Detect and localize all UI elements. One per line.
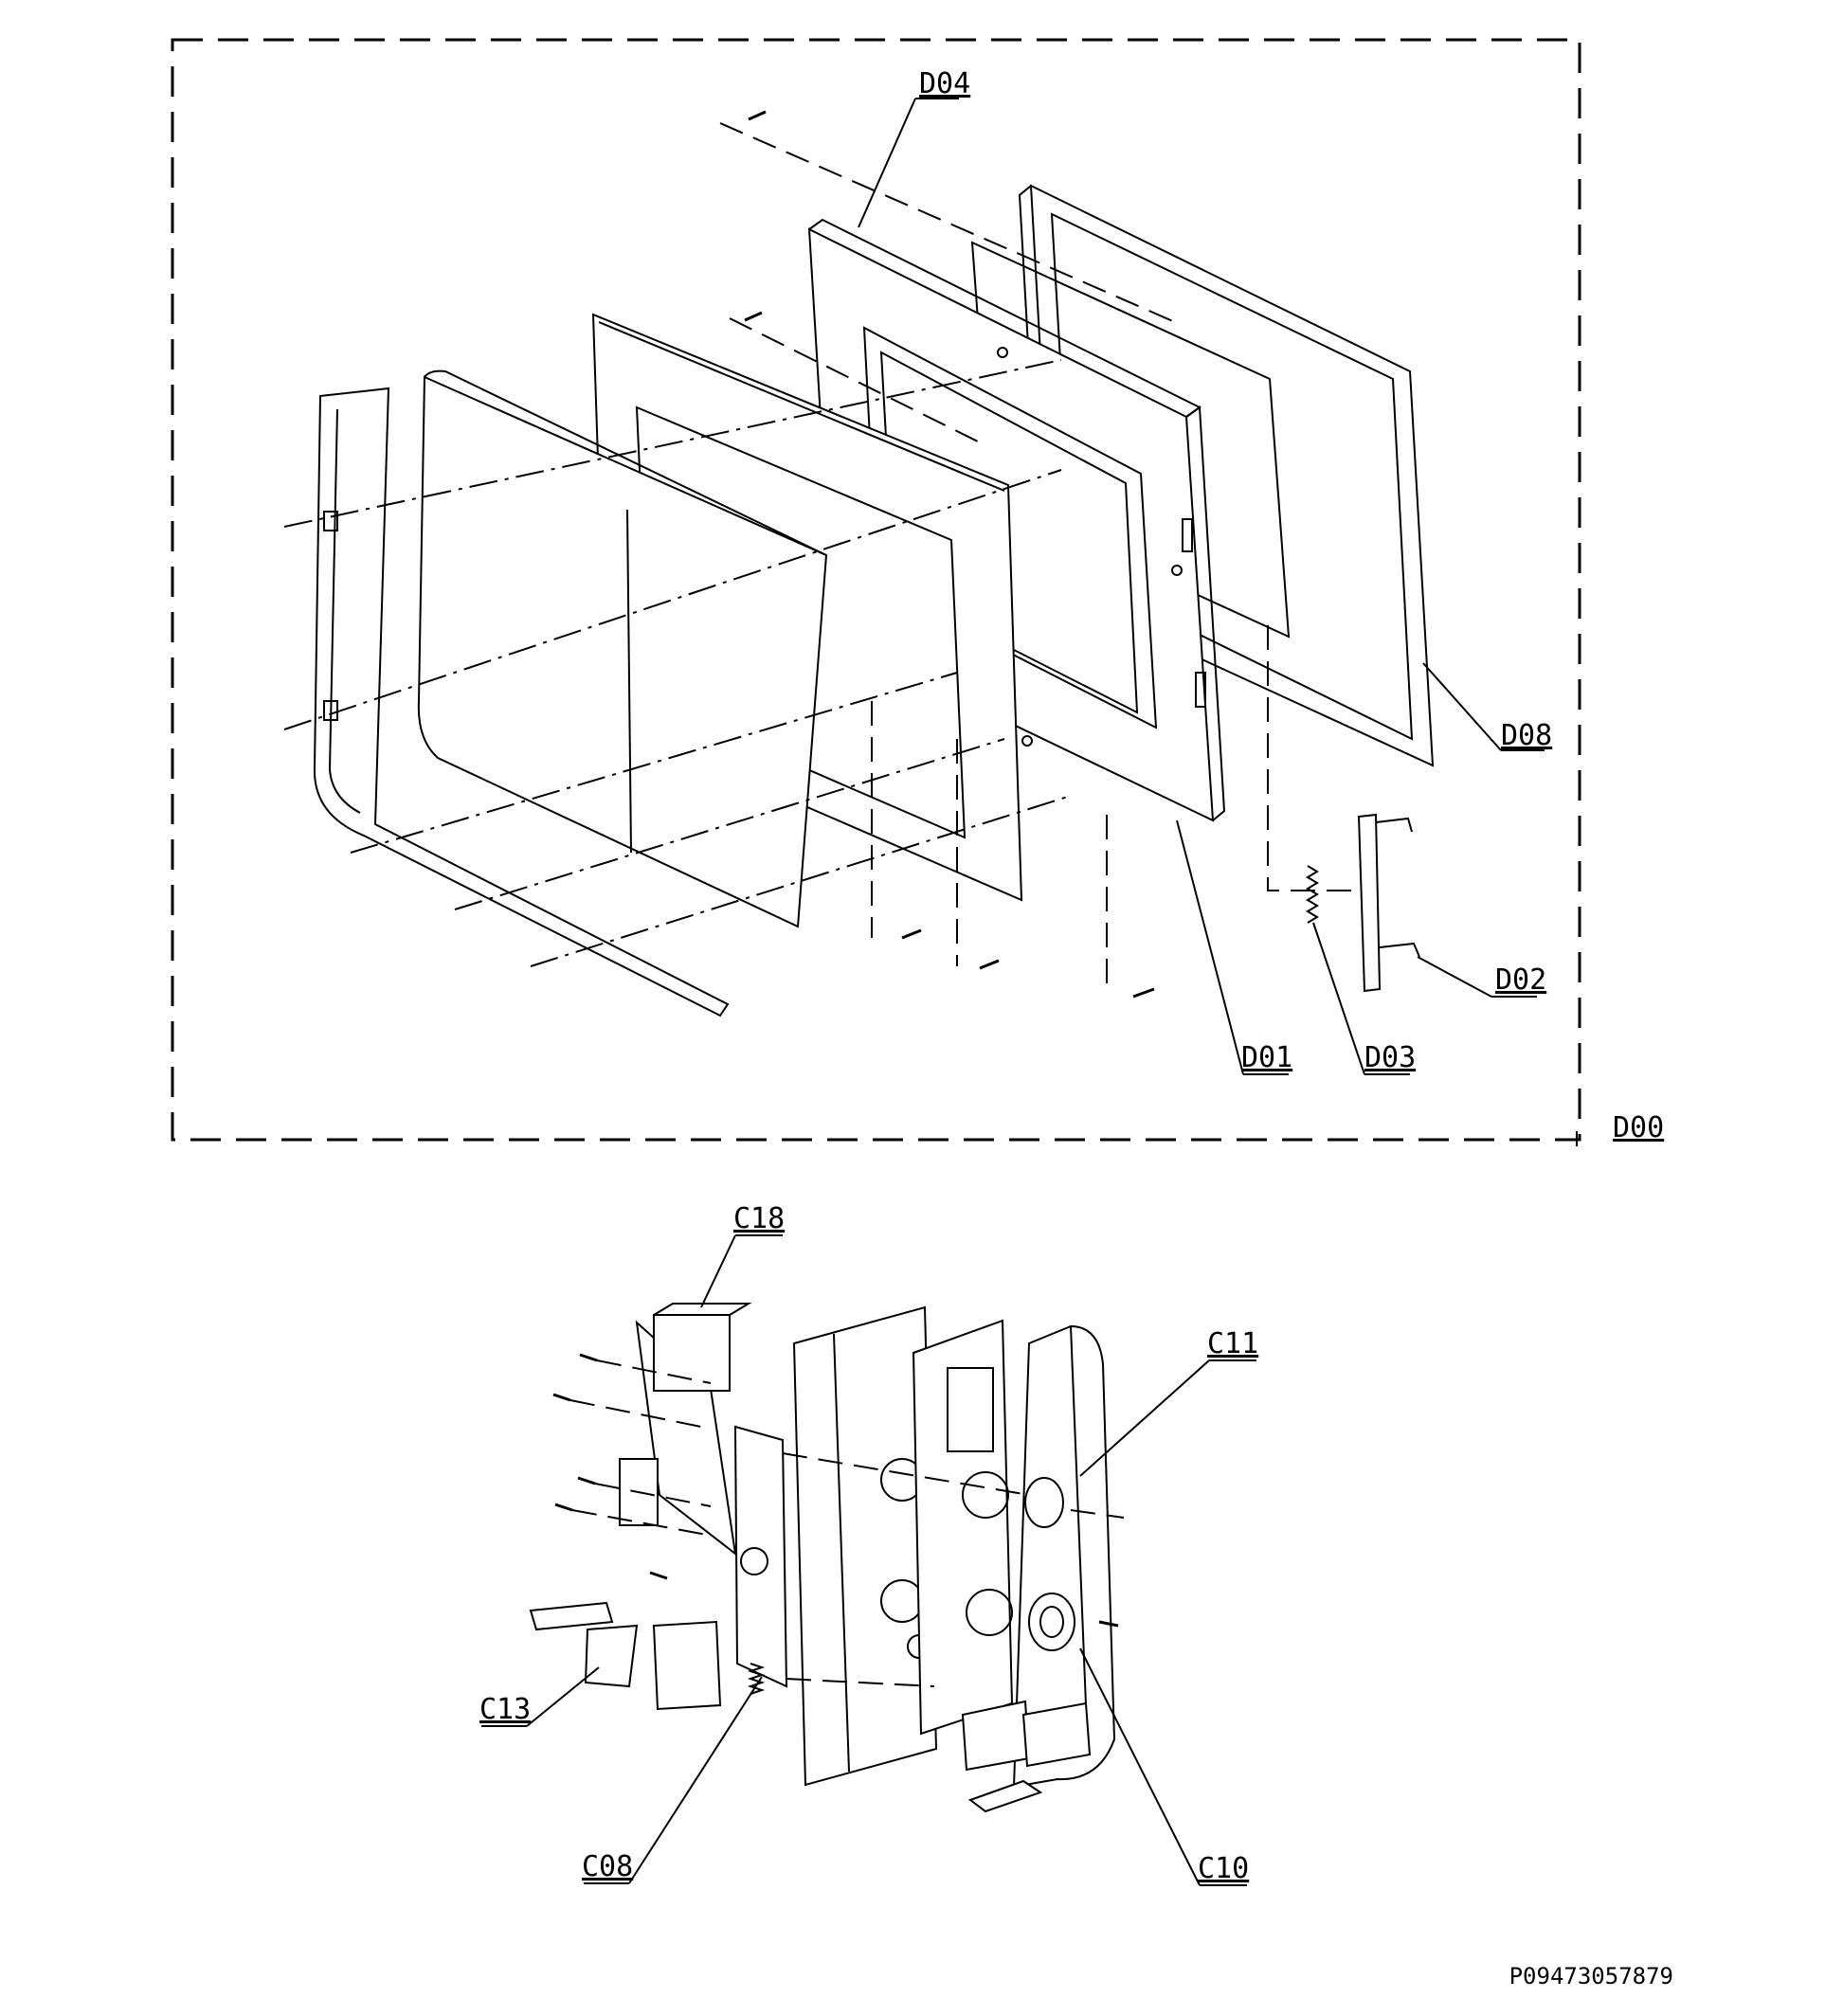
- control-lower-latches: [961, 1700, 1092, 1813]
- label-c13: C13: [479, 1693, 531, 1726]
- door-latch-spring: [1306, 865, 1319, 924]
- control-side-bezel: [1012, 1324, 1116, 1789]
- door-latch-hook: [1357, 813, 1420, 993]
- door-alignment-lines: [283, 122, 1364, 995]
- label-c10: C10: [1198, 1852, 1249, 1885]
- label-d08: D08: [1501, 719, 1552, 752]
- control-spring: [747, 1663, 766, 1695]
- control-leader-lines: [481, 1234, 1256, 1886]
- control-alignment-lines: [569, 1359, 1125, 1687]
- label-c08: C08: [582, 1850, 633, 1883]
- label-d02: D02: [1495, 963, 1546, 997]
- label-d03: D03: [1364, 1041, 1416, 1074]
- control-panel-group: C18 C11 C13 C08 C10: [479, 1202, 1258, 1886]
- drawing-reference-code: P09473057879: [1509, 1963, 1673, 1989]
- label-d00: D00: [1613, 1111, 1664, 1144]
- control-display-panel: [912, 1319, 1014, 1736]
- label-d04: D04: [919, 67, 970, 100]
- label-c11: C11: [1207, 1327, 1258, 1360]
- door-leader-lines: [858, 98, 1578, 1146]
- label-d01: D01: [1241, 1041, 1292, 1074]
- control-bracket: [733, 1425, 788, 1688]
- label-c18: C18: [733, 1202, 785, 1235]
- door-assembly-group: D04 D08 D02 D01 D03 D00: [171, 38, 1664, 1146]
- door-assembly-boundary: [171, 38, 1581, 1142]
- control-knobs: [1024, 1477, 1075, 1651]
- door-front-panel: [417, 369, 828, 928]
- door-left-trim: [313, 387, 730, 1017]
- control-push-button: [529, 1601, 722, 1711]
- control-pcb-board: [619, 1303, 752, 1557]
- control-screws: [552, 1353, 1119, 1628]
- door-screws: [744, 110, 1155, 999]
